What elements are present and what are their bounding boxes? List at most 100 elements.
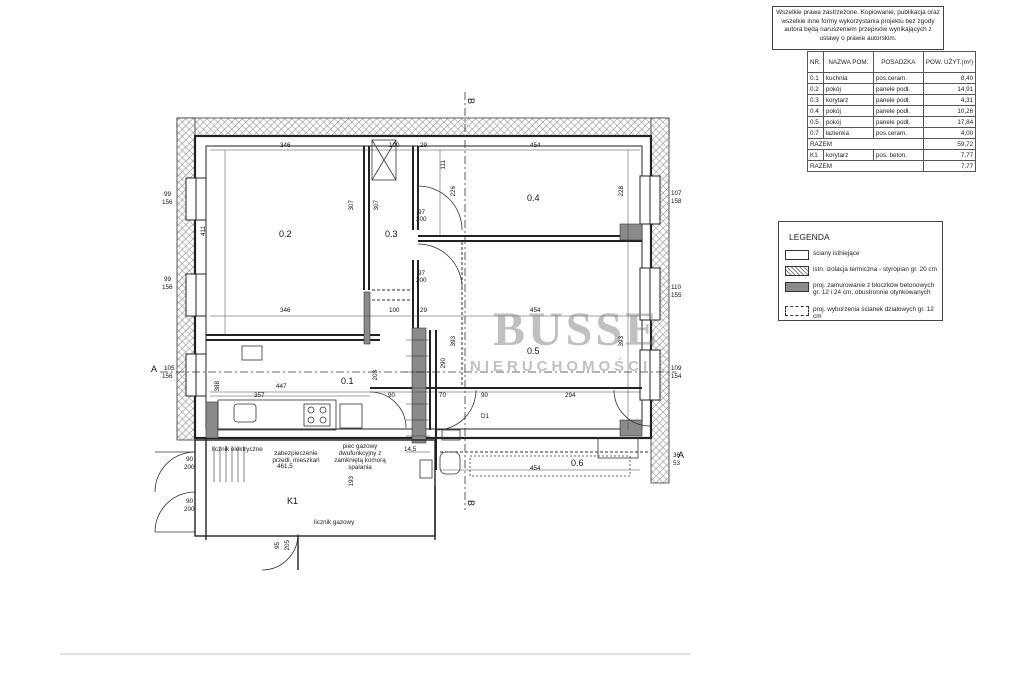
dim-461-5: 461,5: [277, 463, 293, 470]
dim-window-99-b: 99: [164, 276, 172, 283]
dim-14-5: 14,5: [404, 446, 417, 453]
dim-100-mid: 100: [389, 307, 400, 314]
dim-v-307-b: 307: [373, 200, 380, 211]
dim-window-156-b: 156: [162, 284, 173, 291]
legend-item-existing-walls: ściany istniejące: [785, 250, 860, 260]
dim-v-290: 290: [440, 358, 447, 369]
label-gas-meter: licznik gazowy: [314, 519, 355, 526]
dim-70: 70: [439, 392, 447, 399]
dim-window-109: 109: [671, 365, 682, 372]
dim-29-mid: 29: [420, 307, 428, 314]
room-label-06: 0.6: [571, 458, 584, 468]
dim-window-107: 107: [671, 190, 682, 197]
watermark-subtitle: NIERUCHOMOŚCI: [470, 358, 652, 375]
dim-36: 36: [673, 452, 681, 459]
room-area-table: NR. NAZWA POM. POSADZKA POW. UŻYT.(m²) 0…: [807, 51, 977, 172]
section-marker-b-top: B: [466, 97, 477, 105]
dim-window-110: 110: [671, 284, 682, 291]
dim-205: 205: [284, 540, 291, 551]
room-label-k1: K1: [287, 496, 299, 506]
legend-box: LEGENDA ściany istniejące istn. izolacja…: [778, 221, 943, 321]
room-label-05: 0.5: [527, 346, 540, 356]
k1-corridor: [194, 438, 436, 570]
label-door-d1: D1: [481, 413, 490, 420]
dim-53: 53: [673, 460, 681, 467]
watermark-logo: BUSSE: [493, 303, 661, 356]
dim-294: 294: [565, 392, 576, 399]
dim-346-mid: 346: [280, 307, 291, 314]
dim-v-111: 111: [440, 160, 447, 170]
dim-454-mid: 454: [530, 307, 541, 314]
room-label-01: 0.1: [341, 376, 354, 386]
dim-v-393-a: 393: [450, 336, 457, 347]
dim-v-228: 228: [618, 186, 625, 197]
dim-v-193: 193: [348, 476, 355, 487]
dim-door-200-d: 200: [416, 277, 427, 284]
legend-swatch-existing: [785, 250, 809, 260]
dim-v-393-b: 393: [618, 336, 625, 347]
dim-29-top: 29: [420, 142, 428, 149]
section-marker-a-right: A: [678, 450, 685, 460]
room-label-03: 0.3: [385, 229, 398, 239]
door-swings: [154, 185, 651, 571]
section-marker-b-bottom: B: [466, 499, 477, 507]
demolition-lines: [372, 242, 650, 453]
new-walls: [205, 223, 643, 444]
legend-item-new-walls: proj. zamurowanie z bloczków betonowych …: [785, 282, 938, 297]
room-label-04: 0.4: [527, 193, 540, 203]
dim-window-158: 158: [671, 198, 682, 205]
dim-window-156-c: 156: [162, 373, 173, 380]
legend-title: LEGENDA: [789, 232, 830, 242]
dim-door-200-c: 200: [416, 216, 427, 223]
dim-window-99-a: 99: [164, 191, 172, 198]
dim-window-155: 155: [671, 292, 682, 299]
k1-stair-steps: [213, 446, 245, 482]
total-label: RAZEM: [807, 160, 924, 172]
dim-346-top: 346: [280, 142, 291, 149]
dim-95: 95: [274, 542, 281, 550]
dim-v-203: 203: [372, 370, 379, 381]
label-electric-meter: licznik elektryczne: [212, 446, 263, 453]
dim-447: 447: [276, 383, 287, 390]
ventilation-shaft: [371, 139, 397, 181]
dim-door-97-b: 97: [418, 270, 426, 277]
label-gas-stove: piec gazowy dwufunkcyjny z zamkniętą kom…: [334, 443, 386, 471]
total-value: 7,77: [922, 160, 977, 172]
dim-door-200-a: 200: [184, 464, 195, 471]
legend-swatch-insulation: [785, 266, 809, 276]
room-label-02: 0.2: [279, 229, 292, 239]
legend-item-insulation: istn. izolacja termiczna - styropian gr.…: [785, 266, 937, 276]
dim-window-156-a: 156: [162, 199, 173, 206]
dim-100-top: 100: [389, 142, 400, 149]
dim-v-307-a: 307: [348, 200, 355, 211]
label-protection: zabezpieczenie przedl. mieszkań: [272, 450, 320, 464]
legend-swatch-demolition: [785, 306, 809, 316]
dim-door-90-b: 90: [186, 498, 194, 505]
section-marker-a-left: A: [151, 364, 158, 374]
kitchen-fixtures: [217, 345, 363, 431]
dim-door-97-a: 97: [418, 209, 426, 216]
windows: [185, 175, 661, 401]
dim-90-left: 90: [388, 392, 396, 399]
legend-item-demolition: proj. wyburzenia ścianek działowych gr. …: [785, 306, 942, 321]
bathroom-fixtures: [419, 429, 639, 479]
section-lines: [160, 92, 676, 510]
dim-90-right: 90: [481, 392, 489, 399]
legend-swatch-new: [785, 282, 809, 292]
dim-357: 357: [254, 392, 265, 399]
dim-v-226: 226: [450, 186, 457, 197]
dimension-lines: [210, 149, 640, 471]
dim-window-105: 105: [164, 365, 175, 372]
dim-window-154: 154: [671, 373, 682, 380]
dim-v-411: 411: [200, 226, 207, 237]
dim-door-200-b: 200: [184, 506, 195, 513]
dim-door-90-a: 90: [186, 456, 194, 463]
dim-v-388: 388: [214, 381, 221, 392]
dim-454-top: 454: [530, 142, 541, 149]
dim-454-bottom: 454: [530, 465, 541, 472]
